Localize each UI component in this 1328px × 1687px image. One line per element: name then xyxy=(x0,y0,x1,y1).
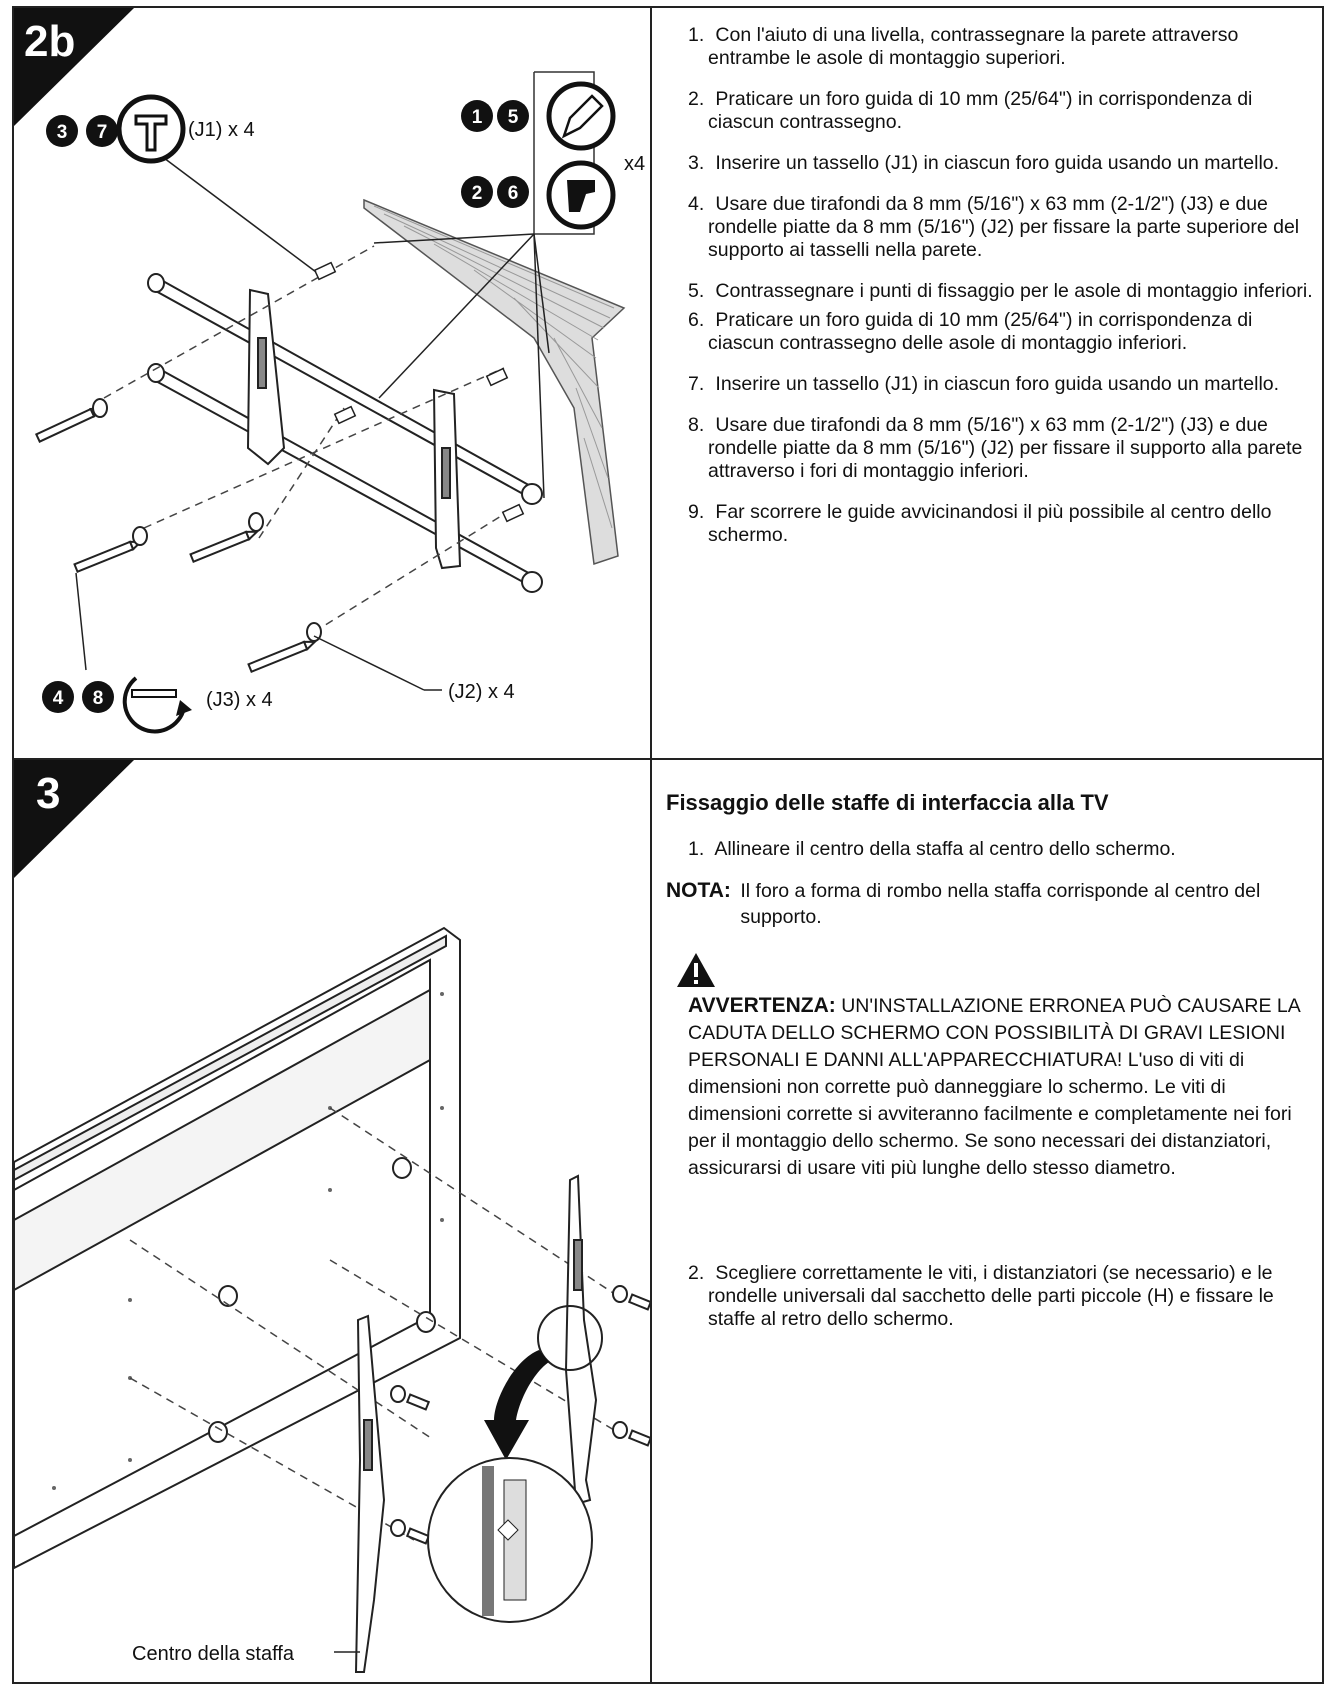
step-2b-corner-triangle xyxy=(14,8,134,126)
mount-rails xyxy=(147,273,543,593)
step-3-figure: 3 xyxy=(14,760,650,1684)
tv-bracket-diagram: 3 xyxy=(14,760,650,1673)
step-3-corner-triangle xyxy=(14,760,134,878)
warning-text: L'uso di viti di dimensioni non corrette… xyxy=(688,1049,1292,1179)
curved-arrow-icon xyxy=(484,1350,549,1460)
badge-4 xyxy=(42,681,74,713)
badge-1 xyxy=(461,100,493,132)
spacers xyxy=(208,1157,436,1443)
instruction-item: 5. Contrassegnare i punti di fissaggio p… xyxy=(688,280,1313,302)
warning-label: AVVERTENZA: xyxy=(688,994,836,1017)
instruction-item: 2. Praticare un foro guida di 10 mm (25/… xyxy=(688,88,1253,133)
warning-block: AVVERTENZA: UN'INSTALLAZIONE ERRONEA PUÒ… xyxy=(688,992,1318,1182)
j3-callout: (J3) x 4 xyxy=(206,689,273,711)
column-divider xyxy=(650,8,652,1682)
badge-7 xyxy=(86,115,118,147)
mount-uprights xyxy=(246,288,462,570)
magnify-circle-small xyxy=(537,1305,603,1371)
j1-callout: (J1) x 4 xyxy=(188,119,255,141)
svg-text:8: 8 xyxy=(93,688,104,709)
instruction-item: 1. Allineare il centro della staffa al c… xyxy=(688,838,1176,860)
nota-block: NOTA: Il foro a forma di rombo nella sta… xyxy=(666,878,1326,930)
instruction-item: 9. Far scorrere le guide avvicinandosi i… xyxy=(688,501,1272,546)
step-2b-number: 2b xyxy=(24,17,75,66)
svg-text:4: 4 xyxy=(53,688,64,709)
instruction-item: 1. Con l'aiuto di una livella, contrasse… xyxy=(688,24,1239,69)
hammer-icon xyxy=(116,94,186,164)
step-3-instruction-2: 2. Scegliere correttamente le viti, i di… xyxy=(662,1262,1322,1349)
svg-text:1: 1 xyxy=(472,107,483,128)
step-3-instruction-1: 1. Allineare il centro della staffa al c… xyxy=(662,838,1322,879)
svg-text:3: 3 xyxy=(57,122,68,143)
wall-mount-diagram: 2b xyxy=(14,8,645,734)
step-2b-figure: 2b xyxy=(14,8,650,758)
interface-brackets xyxy=(354,1174,598,1673)
badge-5 xyxy=(497,100,529,132)
badge-8 xyxy=(82,681,114,713)
instruction-item: 2. Scegliere correttamente le viti, i di… xyxy=(688,1262,1274,1330)
lag-bolts xyxy=(34,407,318,674)
badge-2 xyxy=(461,176,493,208)
screws xyxy=(390,1285,650,1545)
j2-callout: (J2) x 4 xyxy=(448,681,515,703)
tv-screen-back xyxy=(14,926,461,1570)
warning-triangle-icon xyxy=(677,953,715,987)
instruction-item: 4. Usare due tirafondi da 8 mm (5/16") x… xyxy=(688,193,1300,261)
svg-text:5: 5 xyxy=(508,107,519,128)
anchors xyxy=(313,261,525,523)
svg-text:6: 6 xyxy=(508,183,519,204)
washers xyxy=(92,398,322,642)
instruction-item: 6. Praticare un foro guida di 10 mm (25/… xyxy=(688,309,1253,354)
magnify-circle-large xyxy=(427,1457,593,1623)
tool-box-frame xyxy=(534,71,595,235)
manual-page: 2b xyxy=(12,6,1324,1684)
instruction-item: 3. Inserire un tassello (J1) in ciascun … xyxy=(688,152,1280,174)
step-3-heading: Fissaggio delle staffe di interfaccia al… xyxy=(666,790,1109,815)
step-2b-instructions: 1. Con l'aiuto di una livella, contrasse… xyxy=(662,24,1322,565)
instruction-item: 7. Inserire un tassello (J1) in ciascun … xyxy=(688,373,1280,395)
nota-label: NOTA: xyxy=(666,879,731,902)
badge-6 xyxy=(497,176,529,208)
leader-lines xyxy=(75,157,550,691)
instruction-item: 8. Usare due tirafondi da 8 mm (5/16") x… xyxy=(688,414,1303,482)
bracket-center-callout: Centro della staffa xyxy=(132,1643,295,1665)
nota-text: Il foro a forma di rombo nella staffa co… xyxy=(740,880,1261,928)
warning-text-caps: UN'INSTALLAZIONE ERRONEA PUÒ CAUSARE LA … xyxy=(688,995,1300,1071)
drill-icon xyxy=(546,160,616,230)
wrench-icon xyxy=(122,676,192,734)
wall-hatch xyxy=(363,198,626,565)
svg-text:2: 2 xyxy=(472,183,483,204)
svg-text:7: 7 xyxy=(97,122,108,143)
section-divider xyxy=(14,758,1322,760)
step-3-number: 3 xyxy=(36,769,60,818)
pencil-icon xyxy=(546,81,616,151)
x4-callout: x4 xyxy=(624,153,645,175)
badge-3 xyxy=(46,115,78,147)
